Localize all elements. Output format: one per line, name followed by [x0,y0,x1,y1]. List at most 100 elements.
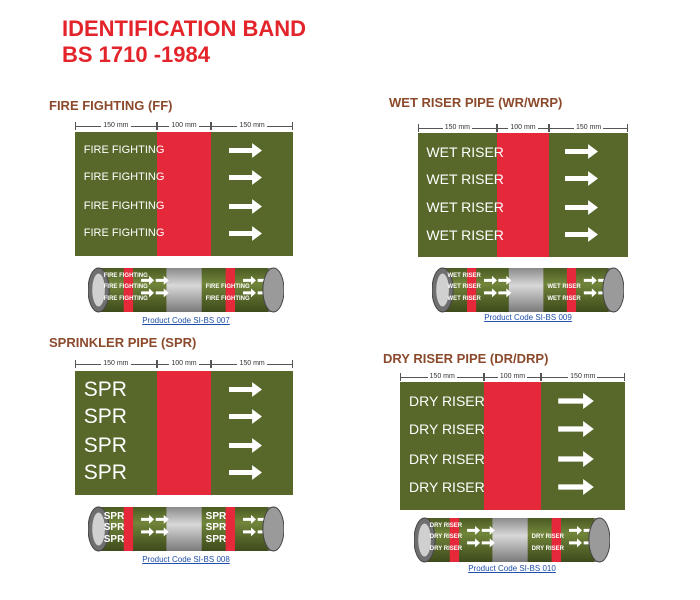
pipe-red-segment [225,507,235,551]
dimension-label: 150 mm [427,373,457,380]
dimension-label: 150 mm [237,360,267,367]
dimension-right: 150 mm [211,120,293,132]
arrow-right-icon [557,393,594,414]
pipe-band [425,518,493,562]
standard-subtitle: BS 1710 -1984 [62,42,210,67]
dimension-left: 150 mm [418,122,497,134]
band-label: SPR [83,378,127,402]
arrow-right-icon [228,437,262,458]
arrow-right-icon [242,275,256,285]
pipe-red-segment [123,268,134,312]
fire-fighting-title: FIRE FIGHTING (FF) [49,98,173,113]
pipe-label: FIRE FIGHTING [205,295,250,302]
arrow-right-icon [141,288,155,298]
pipe-label: FIRE FIGHTING [103,295,148,302]
arrow-right-icon [155,527,169,537]
band-label: DRY RISER [409,450,485,467]
dimension-label: 150 mm [568,373,598,380]
arrow-right-icon [481,525,495,535]
dimension-label: 150 mm [442,124,473,131]
dimension-label: 100 mm [169,360,199,367]
fire-fighting-product-code[interactable]: Product Code SI-BS 007 [142,316,230,325]
pipe-label: DRY RISER [429,545,463,552]
band-label: DRY RISER [409,393,485,410]
pipe-label: SPR [205,510,227,522]
pipe-label: WET RISER [447,295,481,302]
arrow-right-icon [141,527,155,537]
arrow-right-icon [565,171,599,191]
arrow-right-icon [498,275,512,285]
wet-riser-dimensions: 150 mm 100 mm 150 mm [418,122,628,134]
dimension-label: 100 mm [497,373,528,380]
band-label: SPR [83,433,127,457]
arrow-right-icon [565,199,599,220]
page-title: IDENTIFICATION BAND [62,16,307,41]
arrow-right-icon [155,288,169,298]
arrow-right-icon [565,227,599,247]
pipe-red-segment [225,268,235,312]
arrow-right-icon [583,288,597,298]
arrow-right-icon [483,288,497,298]
arrow-right-icon [228,198,262,219]
red-band-segment [496,133,550,257]
arrow-right-icon [557,421,594,442]
dimension-label: 150 mm [237,122,267,129]
arrow-right-icon [583,275,597,285]
sprinkler-product-code[interactable]: Product Code SI-BS 008 [142,555,230,564]
arrow-right-icon [228,226,262,246]
dry-riser-title: DRY RISER PIPE (DR/DRP) [383,351,549,366]
dimension-right: 150 mm [540,371,625,383]
pipe-label: WET RISER [447,272,481,279]
arrow-right-icon [242,288,256,298]
band-label: DRY RISER [409,421,485,438]
dimension-middle: 100 mm [156,120,212,132]
arrow-right-icon [141,275,155,285]
band-label: FIRE FIGHTING [83,227,165,240]
dimension-right: 150 mm [211,358,293,370]
arrow-right-icon [481,538,495,548]
wet-riser-title: WET RISER PIPE (WR/WRP) [389,95,563,110]
pipe-label: WET RISER [547,295,581,302]
dimension-left: 150 mm [75,358,157,370]
pipe-label: DRY RISER [531,545,565,552]
wet-riser-product-code[interactable]: Product Code SI-BS 009 [484,313,572,322]
pipe-red-segment [467,268,477,312]
arrow-right-icon [557,478,594,500]
arrow-right-icon [498,288,512,298]
arrow-right-icon [242,527,256,537]
arrow-right-icon [228,382,262,402]
band-label: WET RISER [426,199,504,216]
dimension-right: 150 mm [549,122,628,134]
arrow-right-icon [228,409,262,429]
sprinkler-dimensions: 150 mm 100 mm 150 mm [75,358,293,370]
band-label: FIRE FIGHTING [83,171,165,184]
dimension-label: 150 mm [101,360,131,367]
band-label: DRY RISER [409,478,485,495]
dimension-label: 150 mm [101,122,131,129]
band-label: WET RISER [426,170,504,187]
pipe-label: DRY RISER [429,522,463,529]
pipe-red-segment [551,518,561,562]
dimension-label: 150 mm [573,124,604,131]
dimension-left: 150 mm [75,120,157,132]
arrow-right-icon [467,538,481,548]
arrow-right-icon [483,275,497,285]
band-label: WET RISER [426,143,504,160]
pipe-label: FIRE FIGHTING [103,284,148,291]
pipe-label: FIRE FIGHTING [205,284,250,291]
red-band-segment [484,382,541,510]
sprinkler-title: SPRINKLER PIPE (SPR) [49,335,197,350]
fire-fighting-pipe: FIRE FIGHTING FIRE FIGHTING FIRE FIGHTING F… [87,266,285,314]
arrow-right-icon [228,465,262,485]
pipe-label: DRY RISER [429,534,463,541]
pipe-label: SPR [205,522,227,534]
fire-fighting-dimensions: 150 mm 100 mm 150 mm [75,120,293,132]
pipe-label: FIRE FIGHTING [103,272,148,279]
dry-riser-product-code[interactable]: Product Code SI-BS 010 [468,564,556,573]
dimension-label: 100 mm [508,124,538,131]
arrow-right-icon [557,450,594,472]
